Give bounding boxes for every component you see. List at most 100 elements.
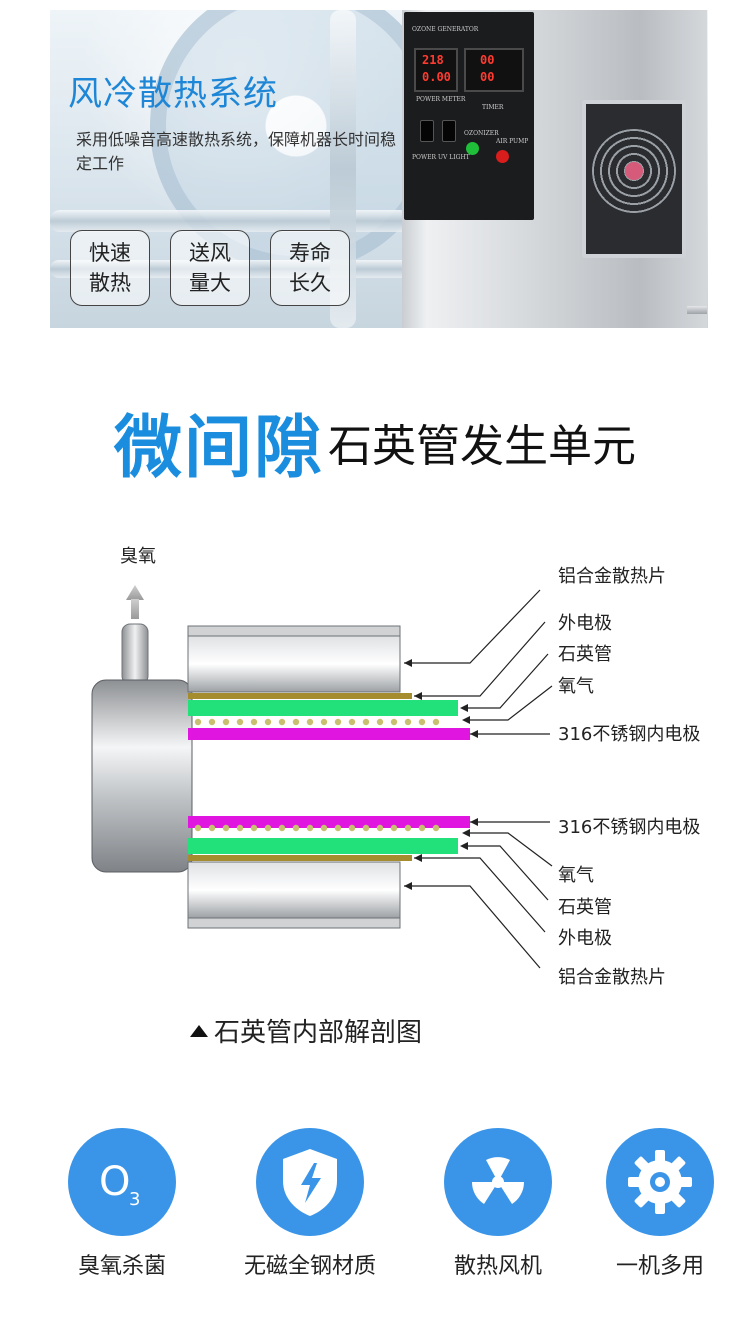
feature-box-fast-cooling: 快速散热 — [70, 230, 150, 306]
oxygen-beads-bottom — [194, 824, 440, 832]
svg-text:O: O — [99, 1159, 130, 1205]
oxygen-bead — [320, 718, 328, 726]
power-switch-label: POWER — [412, 154, 437, 161]
heading-accent: 微间隙 — [113, 409, 324, 488]
top-heatsink — [187, 625, 401, 693]
air-pump-button[interactable] — [496, 150, 509, 163]
oxygen-bead — [376, 718, 384, 726]
shield-lightning-icon — [256, 1128, 364, 1236]
ozone-generator-machine: OZONE GENERATOR 218 0.00 00 00 POWER MET… — [402, 10, 707, 328]
feature-label: 臭氧杀菌 — [77, 1254, 166, 1279]
triangle-up-icon — [190, 1025, 208, 1037]
leader-lines-top — [404, 589, 553, 735]
outlet-pipe — [121, 623, 149, 685]
oxygen-bead — [306, 824, 314, 832]
oxygen-beads-top — [194, 718, 440, 726]
ozone-label: 臭氧 — [120, 546, 156, 567]
label-quartz-tube-bottom: 石英管 — [558, 897, 612, 918]
oxygen-bead — [236, 824, 244, 832]
gear-icon — [606, 1128, 714, 1236]
oxygen-bead — [334, 824, 342, 832]
oxygen-bead — [278, 824, 286, 832]
oxygen-bead — [222, 718, 230, 726]
oxygen-bead — [390, 824, 398, 832]
inner-electrode-bottom — [188, 816, 470, 828]
feature-label: 无磁全钢材质 — [243, 1254, 376, 1279]
fan-icon — [444, 1128, 552, 1236]
label-inner-electrode-top: 316不锈钢内电极 — [558, 724, 701, 745]
oxygen-bead — [208, 718, 216, 726]
oxygen-bead — [390, 718, 398, 726]
label-outer-electrode-bottom: 外电极 — [558, 928, 612, 949]
timer-label: TIMER — [482, 104, 504, 111]
end-cap-body — [91, 679, 193, 873]
oxygen-bead — [334, 718, 342, 726]
oxygen-bead — [348, 718, 356, 726]
feature-ozone-sterilization: O 3 臭氧杀菌 — [42, 1128, 202, 1280]
bottom-heatsink — [187, 861, 401, 929]
diagram-caption: 石英管内部解剖图 — [190, 1012, 422, 1049]
label-aluminum-heatsink-top: 铝合金散热片 — [558, 566, 666, 587]
oxygen-bead — [250, 718, 258, 726]
oxygen-bead — [418, 718, 426, 726]
air-pump-label: AIR PUMP — [496, 138, 529, 145]
uv-light-label: UV LIGHT — [438, 154, 470, 161]
oxygen-bead — [362, 824, 370, 832]
outer-electrode-bottom — [188, 855, 412, 861]
quartz-tube-bottom — [188, 838, 458, 854]
leader-lines-bottom — [404, 821, 553, 969]
oxygen-bead — [264, 718, 272, 726]
inner-electrode-top — [188, 728, 470, 740]
ozonizer-button[interactable] — [466, 142, 479, 155]
banner-title: 风冷散热系统 — [68, 74, 278, 114]
power-switch[interactable] — [420, 120, 434, 142]
oxygen-bead — [320, 824, 328, 832]
cooling-fan — [582, 100, 686, 258]
feature-multi-purpose: 一机多用 — [580, 1128, 740, 1280]
label-outer-electrode-top: 外电极 — [558, 613, 612, 634]
power-meter-label: POWER METER — [416, 96, 466, 103]
oxygen-bead — [194, 718, 202, 726]
oxygen-bead — [264, 824, 272, 832]
oxygen-bead — [404, 718, 412, 726]
oxygen-bead — [292, 824, 300, 832]
feature-cooling-fan: 散热风机 — [418, 1128, 578, 1280]
oxygen-bead — [194, 824, 202, 832]
quartz-tube-cross-section: 臭氧 — [0, 530, 750, 1000]
heading-rest: 石英管发生单元 — [328, 420, 636, 472]
timer-display: 00 00 — [464, 48, 524, 92]
uv-light-switch[interactable] — [442, 120, 456, 142]
feature-nonmagnetic-steel: 无磁全钢材质 — [230, 1128, 390, 1280]
control-panel: OZONE GENERATOR 218 0.00 00 00 POWER MET… — [404, 12, 534, 220]
oxygen-bead — [348, 824, 356, 832]
feature-box-large-airflow: 送风量大 — [170, 230, 250, 306]
oxygen-bead — [306, 718, 314, 726]
ozone-up-arrow — [126, 585, 144, 619]
gas-outlet-nozzle — [687, 306, 707, 314]
feature-label: 散热风机 — [453, 1254, 542, 1279]
feature-label: 一机多用 — [615, 1254, 704, 1279]
section-heading: 微间隙石英管发生单元 — [0, 392, 750, 491]
oxygen-bead — [292, 718, 300, 726]
oxygen-bead — [222, 824, 230, 832]
oxygen-bead — [250, 824, 258, 832]
oxygen-bead — [208, 824, 216, 832]
label-oxygen-bottom: 氧气 — [558, 865, 594, 886]
panel-brand-label: OZONE GENERATOR — [412, 26, 479, 33]
ozonizer-label: OZONIZER — [464, 130, 499, 137]
banner-description: 采用低噪音高速散热系统，保障机器长时间稳定工作 — [76, 130, 397, 173]
oxygen-bead — [418, 824, 426, 832]
cross-section-diagram: 臭氧 — [91, 546, 553, 969]
oxygen-bead — [432, 824, 440, 832]
label-inner-electrode-bottom: 316不锈钢内电极 — [558, 817, 701, 838]
svg-text:3: 3 — [129, 1189, 140, 1210]
feature-box-long-life: 寿命长久 — [270, 230, 350, 306]
oxygen-bead — [236, 718, 244, 726]
label-quartz-tube-top: 石英管 — [558, 644, 612, 665]
label-oxygen-top: 氧气 — [558, 676, 594, 697]
fan-grill — [592, 129, 676, 213]
oxygen-bead — [432, 718, 440, 726]
background-pipe — [50, 210, 410, 232]
label-aluminum-heatsink-bottom: 铝合金散热片 — [558, 967, 666, 988]
oxygen-bead — [404, 824, 412, 832]
